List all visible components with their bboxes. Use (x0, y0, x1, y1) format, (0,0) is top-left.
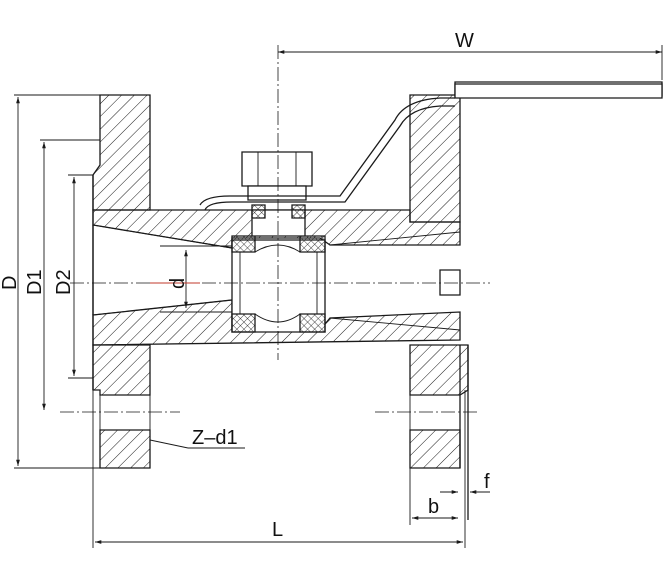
label-D: D (0, 276, 21, 290)
dimension-labels: W D D1 D2 d Z–d1 L b f (0, 30, 490, 541)
handle-lever (199, 81, 663, 211)
dimension-lines (14, 45, 663, 548)
stem-assembly (241, 151, 313, 237)
centerlines (60, 45, 490, 413)
label-D1: D1 (24, 269, 46, 295)
ball-assembly (231, 235, 326, 333)
label-b: b (428, 496, 439, 518)
label-f: f (484, 471, 490, 493)
label-W: W (455, 30, 474, 52)
label-Z-d1: Z–d1 (192, 427, 238, 449)
right-flange (409, 94, 469, 520)
label-d: d (167, 278, 189, 289)
label-L: L (272, 519, 283, 541)
label-D2: D2 (53, 269, 75, 295)
